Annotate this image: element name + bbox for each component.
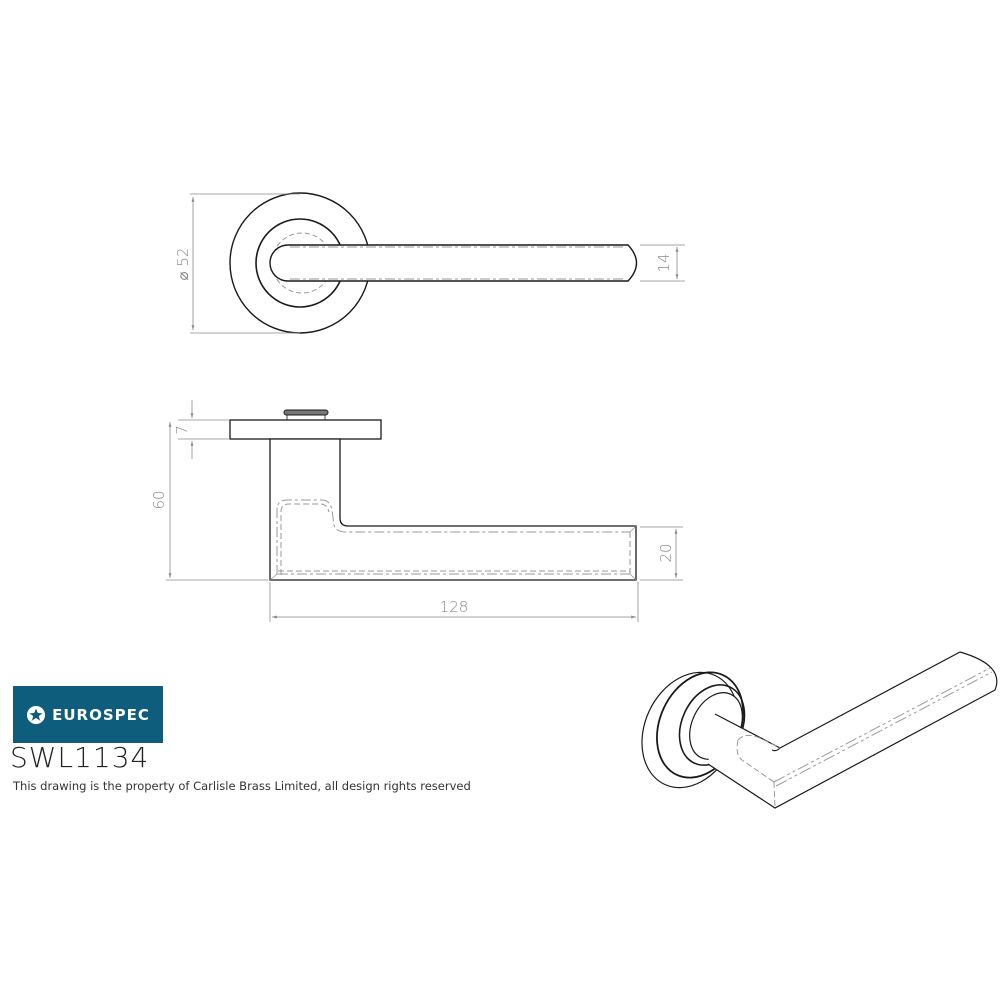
side-view: 7 60 20 128	[150, 400, 683, 622]
isometric-view	[641, 651, 998, 809]
projection-label: 60	[150, 490, 168, 509]
product-code: SWL1134	[10, 741, 150, 774]
star-circle-icon	[27, 705, 46, 724]
brand-name: EUROSPEC	[52, 705, 150, 724]
lever-width-label: 14	[655, 253, 673, 272]
rose-diameter-label: ⌀ 52	[174, 248, 192, 281]
eurospec-logo: EUROSPEC	[13, 686, 163, 743]
lever-length-label: 128	[440, 598, 469, 616]
lever-height-label: 20	[657, 543, 675, 562]
copyright-notice: This drawing is the property of Carlisle…	[13, 779, 471, 793]
top-view: ⌀ 52 14	[174, 192, 685, 334]
rose-thickness-label: 7	[173, 425, 191, 435]
